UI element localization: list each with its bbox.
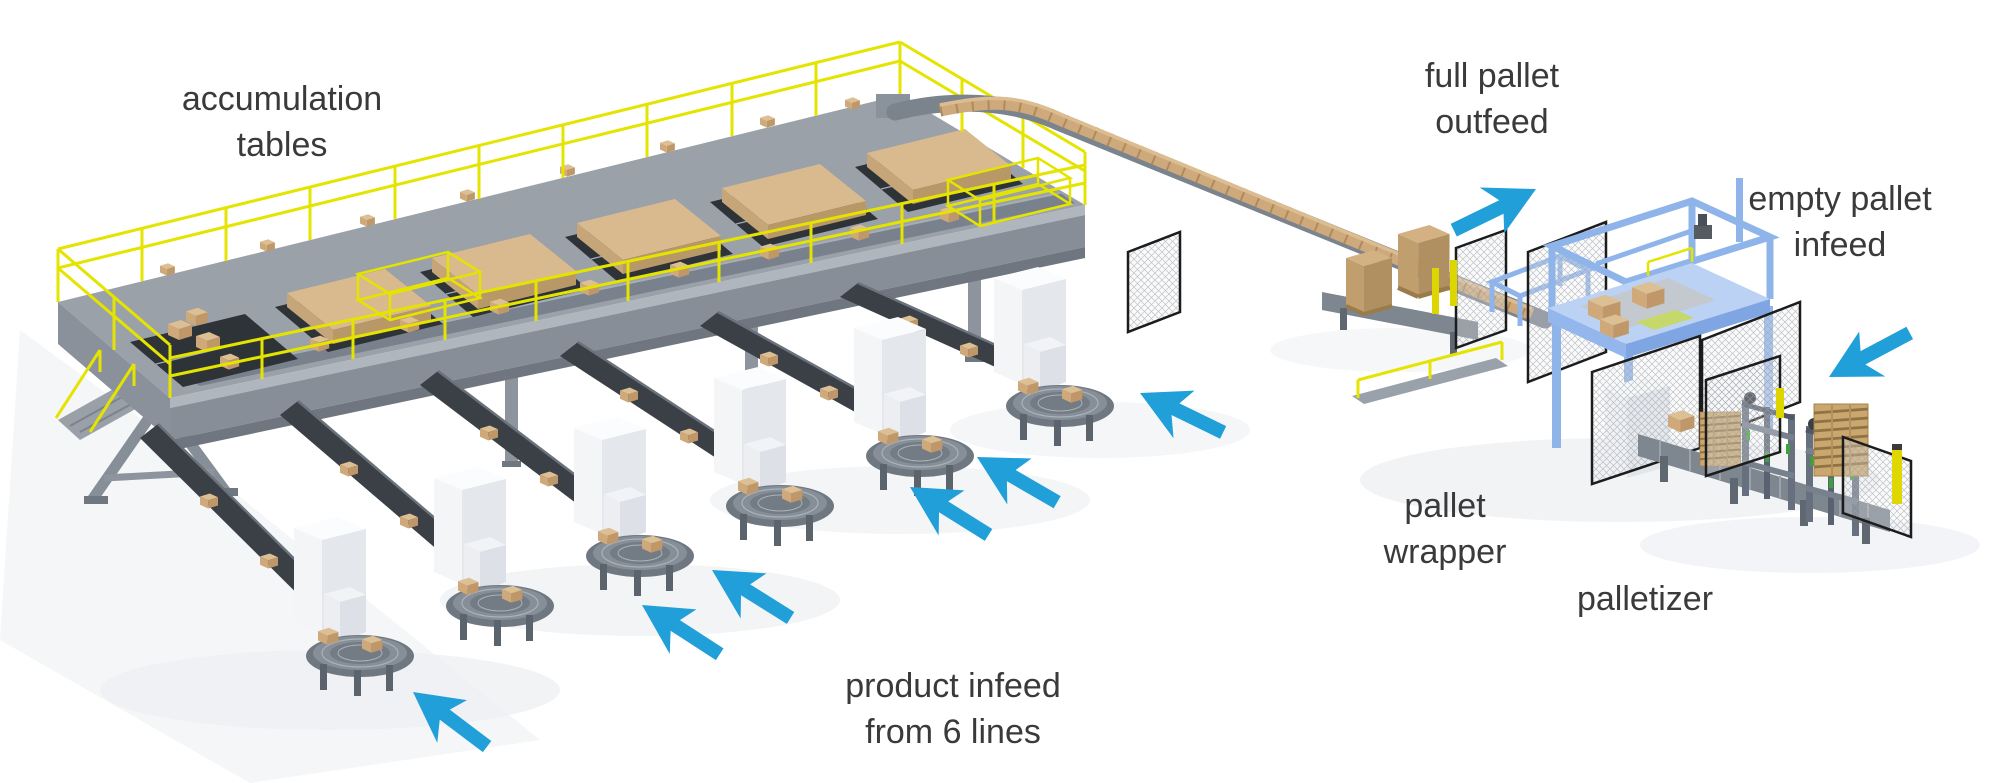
label-line: full pallet: [1424, 57, 1560, 95]
label-full-pallet-outfeed: full pallet outfeed: [1332, 53, 1652, 145]
label-palletizer: palletizer: [1485, 576, 1805, 622]
label-line: accumulation: [181, 80, 383, 118]
bridge-conveyor: [876, 94, 1554, 329]
full-pallet-load: [1398, 225, 1450, 297]
roller-curve-table-4: [725, 484, 835, 547]
guard-fence-panel: [1126, 230, 1182, 334]
label-product-infeed: product infeed from 6 lines: [793, 663, 1113, 755]
light-curtain-post: [1432, 268, 1439, 314]
deck-collecting-conveyor: [185, 193, 1075, 386]
infeed-machine-1: [294, 517, 366, 642]
infeed-machine-6: [994, 267, 1066, 392]
stair-railing: [54, 349, 136, 433]
walkway: [1352, 358, 1508, 404]
infeed-machine-4: [714, 367, 786, 492]
label-line: tables: [236, 126, 328, 164]
platform-deck-front-face: [170, 215, 1085, 440]
light-curtain-post: [1776, 388, 1784, 418]
label-line: pallet: [1404, 487, 1486, 525]
empty-pallet-infeed-arrow: [1816, 310, 1923, 400]
full-pallet-load: [1344, 248, 1394, 316]
pallet-wrapper-station: [1126, 225, 1595, 404]
label-line: wrapper: [1383, 533, 1507, 571]
label-line: infeed: [1793, 226, 1887, 264]
label-line: product infeed: [845, 667, 1061, 705]
carton-row: [938, 96, 1535, 321]
label-empty-pallet-infeed: empty pallet infeed: [1680, 176, 1999, 268]
light-curtain-post: [1450, 260, 1457, 306]
empty-pallet-station: [1638, 354, 1913, 544]
guard-fence-panel: [1454, 228, 1508, 350]
infeed-lines: [140, 267, 1115, 697]
label-line: outfeed: [1435, 103, 1549, 141]
infeed-machine-3: [574, 417, 646, 542]
label-line: from 6 lines: [865, 713, 1041, 751]
label-line: palletizer: [1576, 580, 1714, 618]
light-curtain-post: [1892, 448, 1902, 504]
infeed-machine-2: [434, 467, 506, 592]
infeed-machine-5: [854, 317, 926, 442]
label-pallet-wrapper: pallet wrapper: [1285, 483, 1605, 575]
label-line: empty pallet: [1748, 180, 1932, 218]
platform-deck-left-face: [58, 302, 170, 440]
label-accumulation-tables: accumulation tables: [122, 76, 442, 168]
gantry-frame: [1542, 197, 1780, 286]
guard-fence-panel: [1704, 354, 1782, 478]
roller-curve-table-2: [445, 584, 555, 647]
platform-railings: [54, 40, 1087, 433]
